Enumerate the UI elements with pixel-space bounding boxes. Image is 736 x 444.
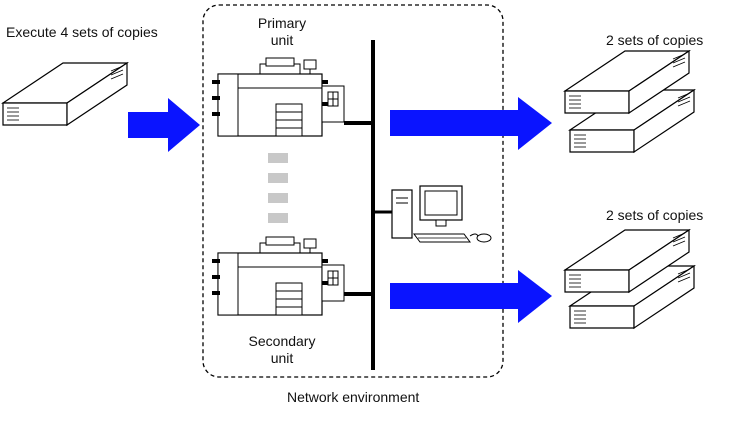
computer-icon <box>391 185 492 243</box>
primary-printer-icon <box>211 57 345 137</box>
source-paper-stack-icon <box>2 62 128 126</box>
output-arrow-top-icon <box>390 97 552 150</box>
output-arrow-bottom-icon <box>390 270 552 323</box>
input-arrow-icon <box>128 98 200 152</box>
network-environment-label: Network environment <box>287 389 420 405</box>
primary-unit-label-line1: Primary <box>257 15 307 31</box>
unit-connector <box>268 153 288 223</box>
secondary-unit-label: Secondary unit <box>236 333 328 367</box>
secondary-unit-label-line2: unit <box>270 350 294 366</box>
source-job-label: Execute 4 sets of copies <box>6 24 158 40</box>
output-top-label: 2 sets of copies <box>606 32 704 48</box>
secondary-printer-icon <box>211 236 345 316</box>
primary-unit-label: Primary unit <box>242 15 322 49</box>
secondary-unit-label-line1: Secondary <box>248 333 316 349</box>
primary-unit-label-line2: unit <box>270 32 294 48</box>
network-boundary <box>202 4 504 378</box>
output-bottom-label: 2 sets of copies <box>606 207 704 223</box>
